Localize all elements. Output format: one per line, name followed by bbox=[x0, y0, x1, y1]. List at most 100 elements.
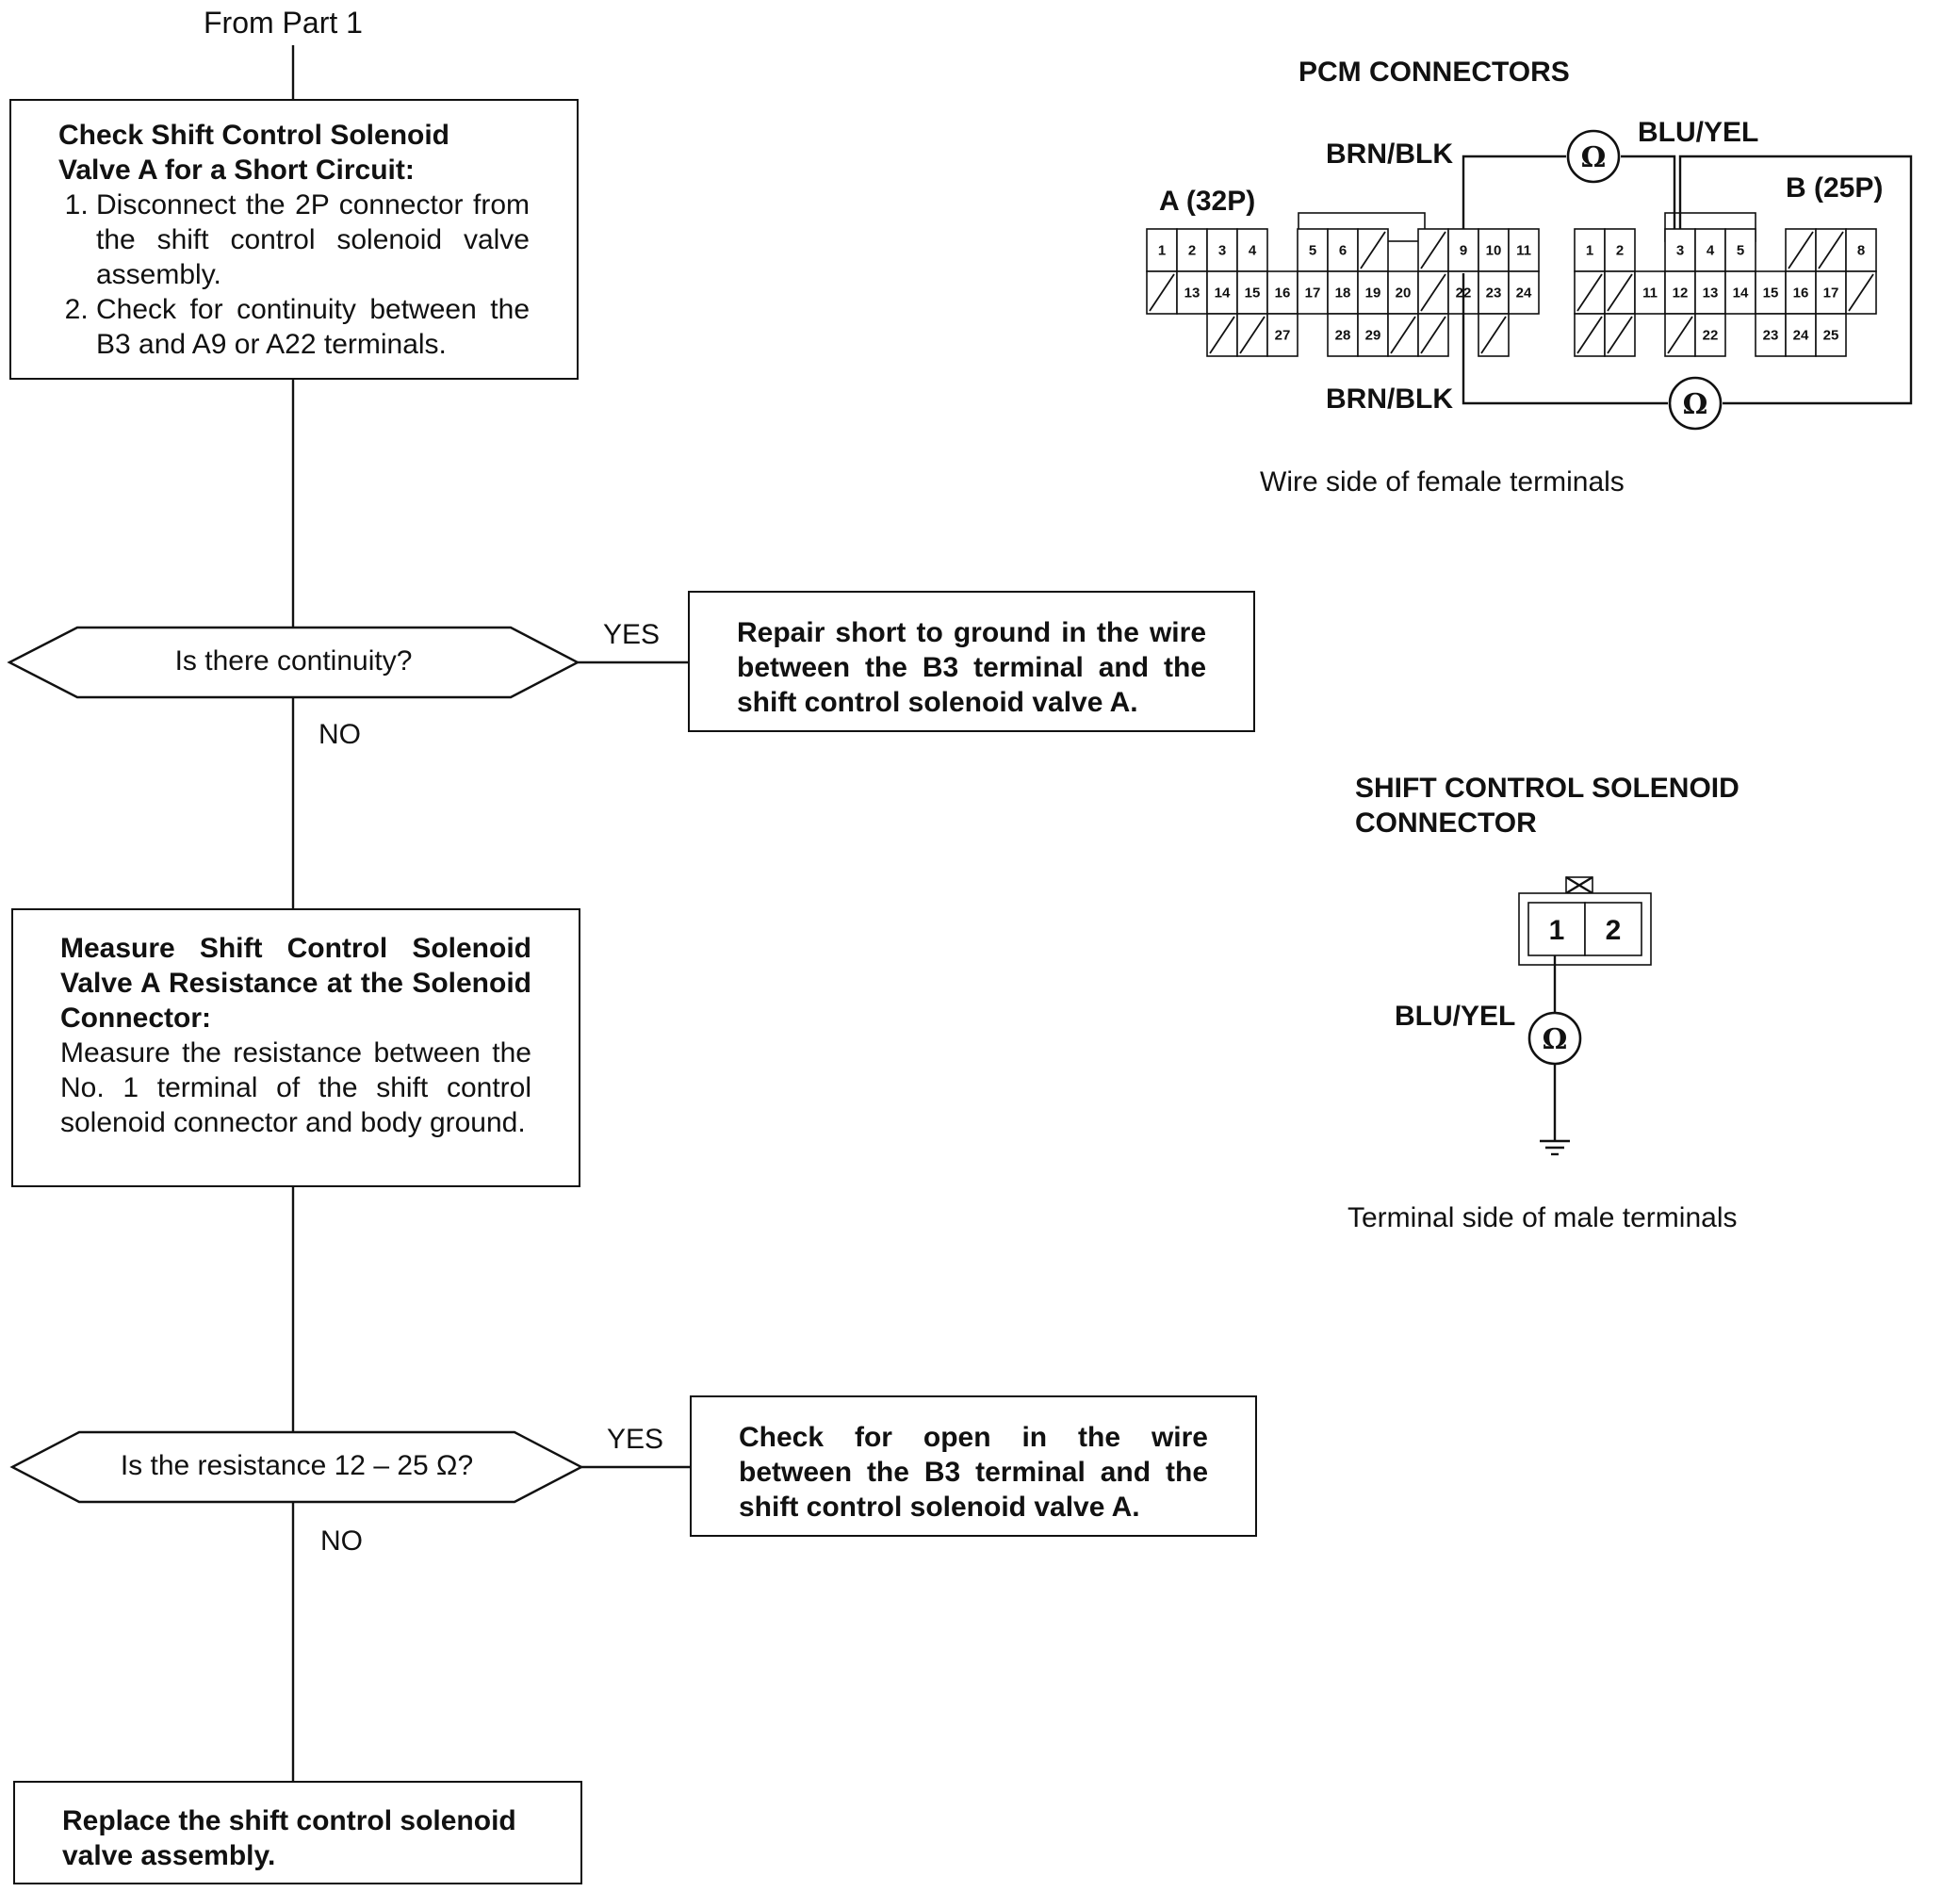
connector-b-label: B (25P) bbox=[1786, 172, 1884, 204]
connector-b-pin-label: 15 bbox=[1763, 285, 1779, 302]
connector-b-pin-label: 16 bbox=[1793, 285, 1809, 302]
connector-a-label: A (32P) bbox=[1159, 186, 1256, 217]
from-part-label: From Part 1 bbox=[204, 6, 363, 40]
connector-a-pin-label: 13 bbox=[1184, 285, 1200, 302]
connector-a-pin-label: 3 bbox=[1218, 243, 1226, 259]
decision-1-shape bbox=[7, 626, 580, 699]
connector-b-blank-cell-mark bbox=[1818, 231, 1844, 269]
connector-a-cell bbox=[1327, 313, 1359, 357]
connector-a-blank-cell-mark bbox=[1390, 316, 1416, 354]
pcm-caption: Wire side of female terminals bbox=[1260, 466, 1625, 497]
connector-a-pin-label: 20 bbox=[1396, 285, 1412, 302]
connector-a-pin-label: 14 bbox=[1215, 285, 1231, 302]
connector-b-pin-label: 2 bbox=[1616, 243, 1624, 259]
decision-2-shape bbox=[9, 1430, 584, 1504]
connector-a-pin-label: 15 bbox=[1245, 285, 1261, 302]
connector-a-blank-cell-mark bbox=[1209, 316, 1235, 354]
connector-b-pin-label: 5 bbox=[1737, 243, 1744, 259]
connector-b-blank-cell-mark bbox=[1667, 316, 1693, 354]
connector-b-pin-label: 1 bbox=[1586, 243, 1593, 259]
connector-a-pin-label: 17 bbox=[1305, 285, 1321, 302]
connector-a-cell bbox=[1357, 313, 1389, 357]
connector-a-pin-label: 1 bbox=[1158, 243, 1166, 259]
connector-b-cell bbox=[1664, 228, 1696, 272]
connector-a-pin-label: 2 bbox=[1188, 243, 1196, 259]
connector-b-cell bbox=[1574, 228, 1606, 272]
connector-b-cell bbox=[1604, 228, 1636, 272]
box1-heading-line1: Check Shift Control Solenoid bbox=[58, 120, 450, 151]
connector-a-cell bbox=[1357, 270, 1389, 315]
connector-b-pin-label: 24 bbox=[1793, 328, 1809, 344]
box1-heading-line2: Valve A for a Short Circuit: bbox=[58, 155, 415, 186]
solenoid-wire-label: BLU/YEL bbox=[1395, 1001, 1516, 1032]
box1-steps: Disconnect the 2P connector from the shi… bbox=[49, 188, 530, 362]
connector-a-cell bbox=[1508, 270, 1540, 315]
connector-a-pin-label: 24 bbox=[1516, 285, 1532, 302]
solenoid-pin-2-cell bbox=[1584, 902, 1642, 956]
solenoid-title-line2: CONNECTOR bbox=[1355, 807, 1537, 839]
connector-b-pin-label: 4 bbox=[1707, 243, 1715, 259]
pcm-wire-blu-yel-loop bbox=[1678, 155, 1913, 405]
ohmmeter-symbol-bottom: Ω bbox=[1683, 388, 1708, 421]
connector-b-pin-label: 8 bbox=[1857, 243, 1865, 259]
connector-b-pin-label: 12 bbox=[1673, 285, 1689, 302]
connector-a-pin-label: 27 bbox=[1275, 328, 1291, 344]
check-short-circuit-box: Check Shift Control Solenoid Valve A for… bbox=[9, 99, 579, 380]
connector-a-pin-label: 4 bbox=[1249, 243, 1257, 259]
solenoid-caption: Terminal side of male terminals bbox=[1348, 1202, 1738, 1233]
pcm-wire-label-brn-blk-bottom: BRN/BLK bbox=[1326, 383, 1453, 415]
connector-a-cell bbox=[1297, 270, 1329, 315]
decision-2-yes-label: YES bbox=[607, 1424, 664, 1455]
connector-a-cell bbox=[1266, 270, 1298, 315]
connector-a-pin-label: 11 bbox=[1516, 243, 1531, 259]
solenoid-connector: 1 2 bbox=[1518, 875, 1652, 966]
connector-b-pin-label: 3 bbox=[1676, 243, 1684, 259]
decision-1-question: Is there continuity? bbox=[174, 645, 413, 677]
connector-b-blank-cell-mark bbox=[1576, 273, 1603, 312]
connector-a-pin-label: 10 bbox=[1486, 243, 1502, 259]
connector-a-blank-cell-mark bbox=[1420, 273, 1446, 312]
replace-valve-box: Replace the shift control solenoid valve… bbox=[13, 1781, 582, 1884]
connector-a-pin-label: 29 bbox=[1365, 328, 1381, 344]
connector-b-cell bbox=[1694, 270, 1726, 315]
solenoid-pin-1-label: 1 bbox=[1549, 915, 1565, 946]
connector-a-cell bbox=[1266, 313, 1298, 357]
connector-b-cell bbox=[1755, 313, 1787, 357]
connector-a-pin-label: 28 bbox=[1335, 328, 1351, 344]
connector-b-pin-label: 11 bbox=[1642, 285, 1658, 302]
connector-b-cell bbox=[1694, 313, 1726, 357]
measure-resistance-box: Measure Shift Control Solenoid Valve A R… bbox=[11, 908, 580, 1187]
ground-icon bbox=[1540, 1139, 1570, 1156]
decision-2-question: Is the resistance 12 – 25 Ω? bbox=[120, 1450, 474, 1481]
connector-b-cell bbox=[1815, 270, 1847, 315]
result-2-text: Check for open in the wire between the B… bbox=[739, 1422, 1208, 1523]
ohmmeter-icon-top bbox=[1566, 129, 1621, 184]
connector-b-cell bbox=[1664, 270, 1696, 315]
repair-short-box: Repair short to ground in the wire betwe… bbox=[688, 591, 1255, 732]
connector-b-pin-label: 17 bbox=[1823, 285, 1839, 302]
ohmmeter-icon-bottom bbox=[1668, 376, 1723, 431]
check-open-box: Check for open in the wire between the B… bbox=[690, 1395, 1257, 1537]
pcm-wire-blu-yel-short bbox=[1621, 155, 1676, 229]
connector-a-blank-cell-mark bbox=[1149, 273, 1175, 312]
pcm-wire-label-brn-blk-top: BRN/BLK bbox=[1326, 139, 1453, 170]
pcm-connectors-title: PCM CONNECTORS bbox=[1298, 57, 1570, 88]
connector-b-blank-cell-mark bbox=[1788, 231, 1814, 269]
connector-a-blank-cell-mark bbox=[1360, 231, 1386, 269]
connector-b-blank-cell-mark bbox=[1607, 316, 1633, 354]
connector-a-pin-label: 19 bbox=[1365, 285, 1381, 302]
connector-b-pin-label: 14 bbox=[1733, 285, 1749, 302]
connector-b-pin-label: 13 bbox=[1703, 285, 1719, 302]
decision-1-no-label: NO bbox=[318, 719, 361, 750]
connector-b-blank-cell-mark bbox=[1607, 273, 1633, 312]
connector-b-pin-label: 22 bbox=[1703, 328, 1719, 344]
connector-a-pin-label: 18 bbox=[1335, 285, 1351, 302]
connector-b-pin-label: 23 bbox=[1763, 328, 1779, 344]
pcm-wire-brn-blk-top bbox=[1462, 155, 1566, 229]
result-1-text: Repair short to ground in the wire betwe… bbox=[737, 617, 1206, 718]
box2-heading: Measure Shift Control Solenoid Valve A R… bbox=[60, 933, 531, 1034]
connector-a-blank-cell-mark bbox=[1420, 231, 1446, 269]
